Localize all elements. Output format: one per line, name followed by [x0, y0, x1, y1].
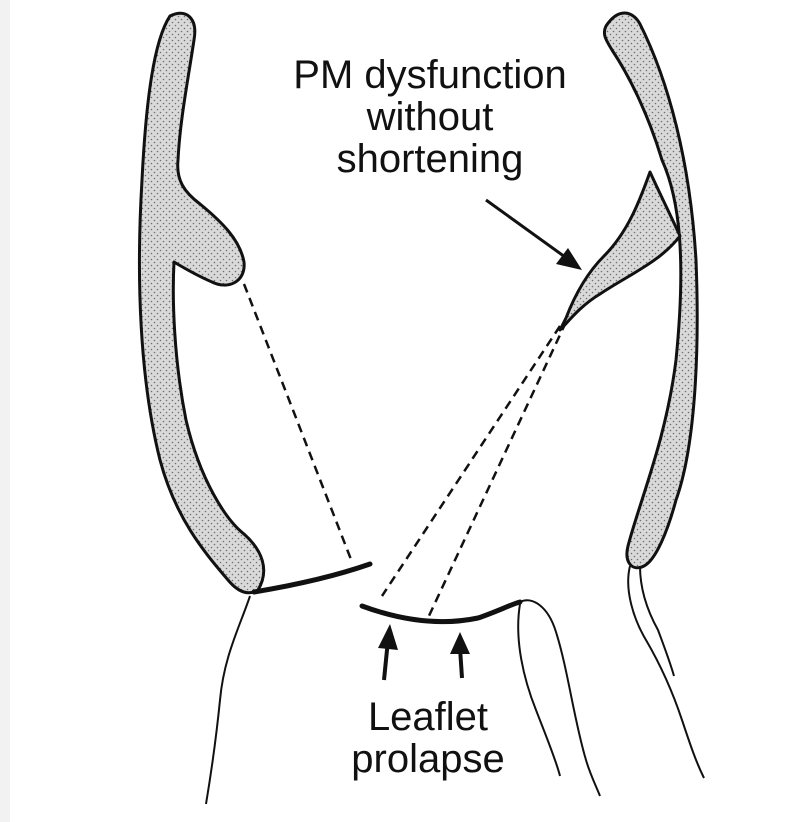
posterior-leaflet-prolapsed — [362, 602, 520, 622]
pm-dysfunction-label-line-2: without — [240, 96, 620, 138]
pm-pointer-arrow-shaft — [486, 200, 572, 262]
chorda-right-2 — [428, 322, 566, 618]
chorda-left — [244, 284, 352, 562]
prolapse-arrow-right-head — [450, 632, 470, 654]
anterior-leaflet — [254, 564, 370, 592]
pm-pointer-arrowhead — [556, 248, 582, 270]
right-annulus-outline — [628, 566, 704, 778]
prolapse-arrow-left-head — [378, 624, 398, 650]
chorda-right-1 — [382, 326, 560, 596]
leaflet-prolapse-label: Leaflet prolapse — [328, 696, 528, 780]
pm-dysfunction-label-line-1: PM dysfunction — [240, 54, 620, 96]
pm-dysfunction-label-line-3: shortening — [240, 138, 620, 180]
leaflet-prolapse-label-line-1: Leaflet — [328, 696, 528, 738]
leaflet-prolapse-label-line-2: prolapse — [328, 738, 528, 780]
left-annulus-outline — [206, 596, 250, 804]
papillary-muscle-right — [560, 172, 680, 330]
pm-dysfunction-label: PM dysfunction without shortening — [240, 54, 620, 180]
